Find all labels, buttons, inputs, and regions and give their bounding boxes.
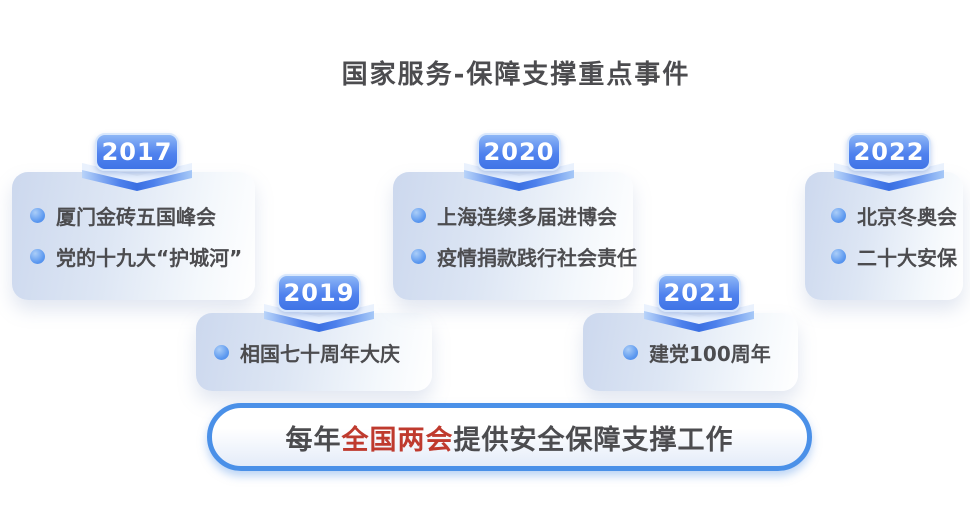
event-card-2022: 北京冬奥会 二十大安保 — [805, 172, 963, 300]
year-badge-2020: 2020 — [464, 133, 574, 192]
ribbon-fold-icon — [644, 304, 754, 332]
event-item: 相国七十周年大庆 — [214, 338, 422, 367]
bullet-icon — [30, 249, 45, 264]
event-item: 上海连续多届进博会 — [411, 201, 623, 230]
event-card-2017: 厦门金砖五国峰会 党的十九大“护城河” — [12, 172, 255, 300]
ribbon-fold-icon — [834, 163, 944, 191]
year-badge-2019: 2019 — [264, 274, 374, 333]
bullet-icon — [831, 249, 846, 264]
year-badge-label: 2017 — [101, 138, 173, 166]
year-badge-2022: 2022 — [834, 133, 944, 192]
event-card-2020: 上海连续多届进博会 疫情捐款践行社会责任 — [393, 172, 637, 300]
event-item-label: 二十大安保 — [857, 246, 957, 270]
footer-suffix: 提供安全保障支撑工作 — [453, 424, 734, 456]
bullet-icon — [831, 208, 846, 223]
event-item: 建党100周年 — [623, 338, 788, 367]
year-badge-label: 2019 — [283, 279, 355, 307]
bullet-icon — [214, 344, 229, 360]
event-item-label: 相国七十周年大庆 — [240, 341, 400, 366]
event-item-label: 上海连续多届进博会 — [437, 205, 617, 229]
event-item-label: 北京冬奥会 — [857, 205, 957, 229]
footer-banner: 每年全国两会提供安全保障支撑工作 — [207, 403, 812, 471]
ribbon-fold-icon — [82, 163, 192, 191]
event-item-label: 建党100周年 — [649, 341, 771, 366]
year-badge-2021: 2021 — [644, 274, 754, 333]
year-badge-label: 2021 — [663, 279, 735, 307]
ribbon-fold-icon — [264, 304, 374, 332]
event-item: 厦门金砖五国峰会 — [30, 201, 245, 230]
page-title: 国家服务-保障支撑重点事件 — [341, 60, 691, 90]
year-badge-rect: 2022 — [847, 133, 931, 171]
year-badge-rect: 2021 — [657, 274, 741, 312]
year-badge-label: 2020 — [483, 138, 555, 166]
event-item-label: 疫情捐款践行社会责任 — [437, 246, 637, 270]
event-item-label: 党的十九大“护城河” — [56, 246, 243, 270]
event-item-label: 厦门金砖五国峰会 — [56, 205, 216, 229]
footer-prefix: 每年 — [285, 424, 342, 456]
year-badge-2017: 2017 — [82, 133, 192, 192]
bullet-icon — [411, 249, 426, 264]
bullet-icon — [411, 208, 426, 223]
ribbon-fold-icon — [464, 163, 574, 191]
event-item: 党的十九大“护城河” — [30, 242, 245, 271]
event-item: 二十大安保 — [831, 242, 957, 271]
bullet-icon — [623, 344, 638, 360]
event-item: 疫情捐款践行社会责任 — [411, 242, 637, 271]
footer-text: 每年全国两会提供安全保障支撑工作 — [286, 418, 734, 457]
year-badge-label: 2022 — [853, 138, 925, 166]
year-badge-rect: 2017 — [95, 133, 179, 171]
bullet-icon — [30, 208, 45, 223]
event-card-2021: 建党100周年 — [583, 313, 798, 391]
event-item: 北京冬奥会 — [831, 201, 957, 230]
year-badge-rect: 2019 — [277, 274, 361, 312]
year-badge-rect: 2020 — [477, 133, 561, 171]
footer-highlight: 全国两会 — [341, 424, 454, 456]
